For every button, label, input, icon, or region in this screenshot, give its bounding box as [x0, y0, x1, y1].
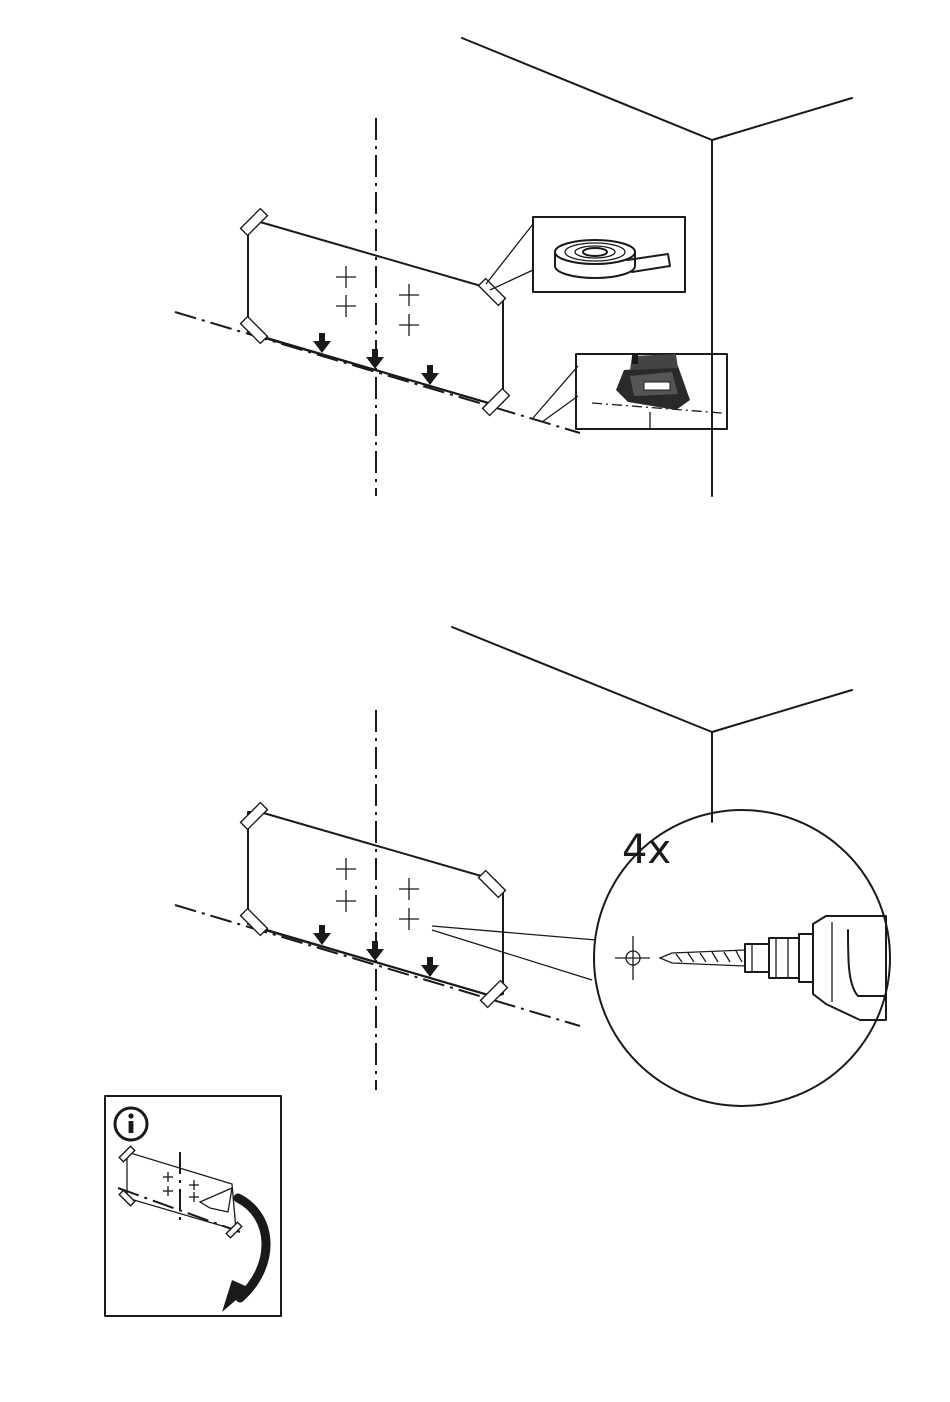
step-1-illustration [175, 38, 852, 496]
drill-hole-marks [336, 858, 419, 930]
drill-icon [615, 916, 886, 1020]
drill-hole-marks [336, 266, 419, 336]
wall-corner [452, 627, 852, 822]
drill-detail-circle: 4x [594, 810, 890, 1106]
quantity-label: 4x [622, 827, 671, 873]
horizontal-reference-line [175, 905, 580, 1026]
spirit-level-icon [592, 354, 722, 428]
remove-template-illustration [118, 1146, 266, 1312]
tape-roll-inset [486, 217, 685, 292]
wall-corner [462, 38, 852, 496]
tape-pieces [241, 803, 508, 1008]
info-box [105, 1096, 281, 1316]
info-icon [115, 1108, 147, 1140]
drilling-template [241, 803, 508, 1008]
horizontal-reference-line [175, 312, 580, 433]
spirit-level-inset [533, 354, 727, 429]
masking-tape-roll-icon [555, 240, 670, 278]
step-2-illustration: 4x [175, 627, 890, 1106]
